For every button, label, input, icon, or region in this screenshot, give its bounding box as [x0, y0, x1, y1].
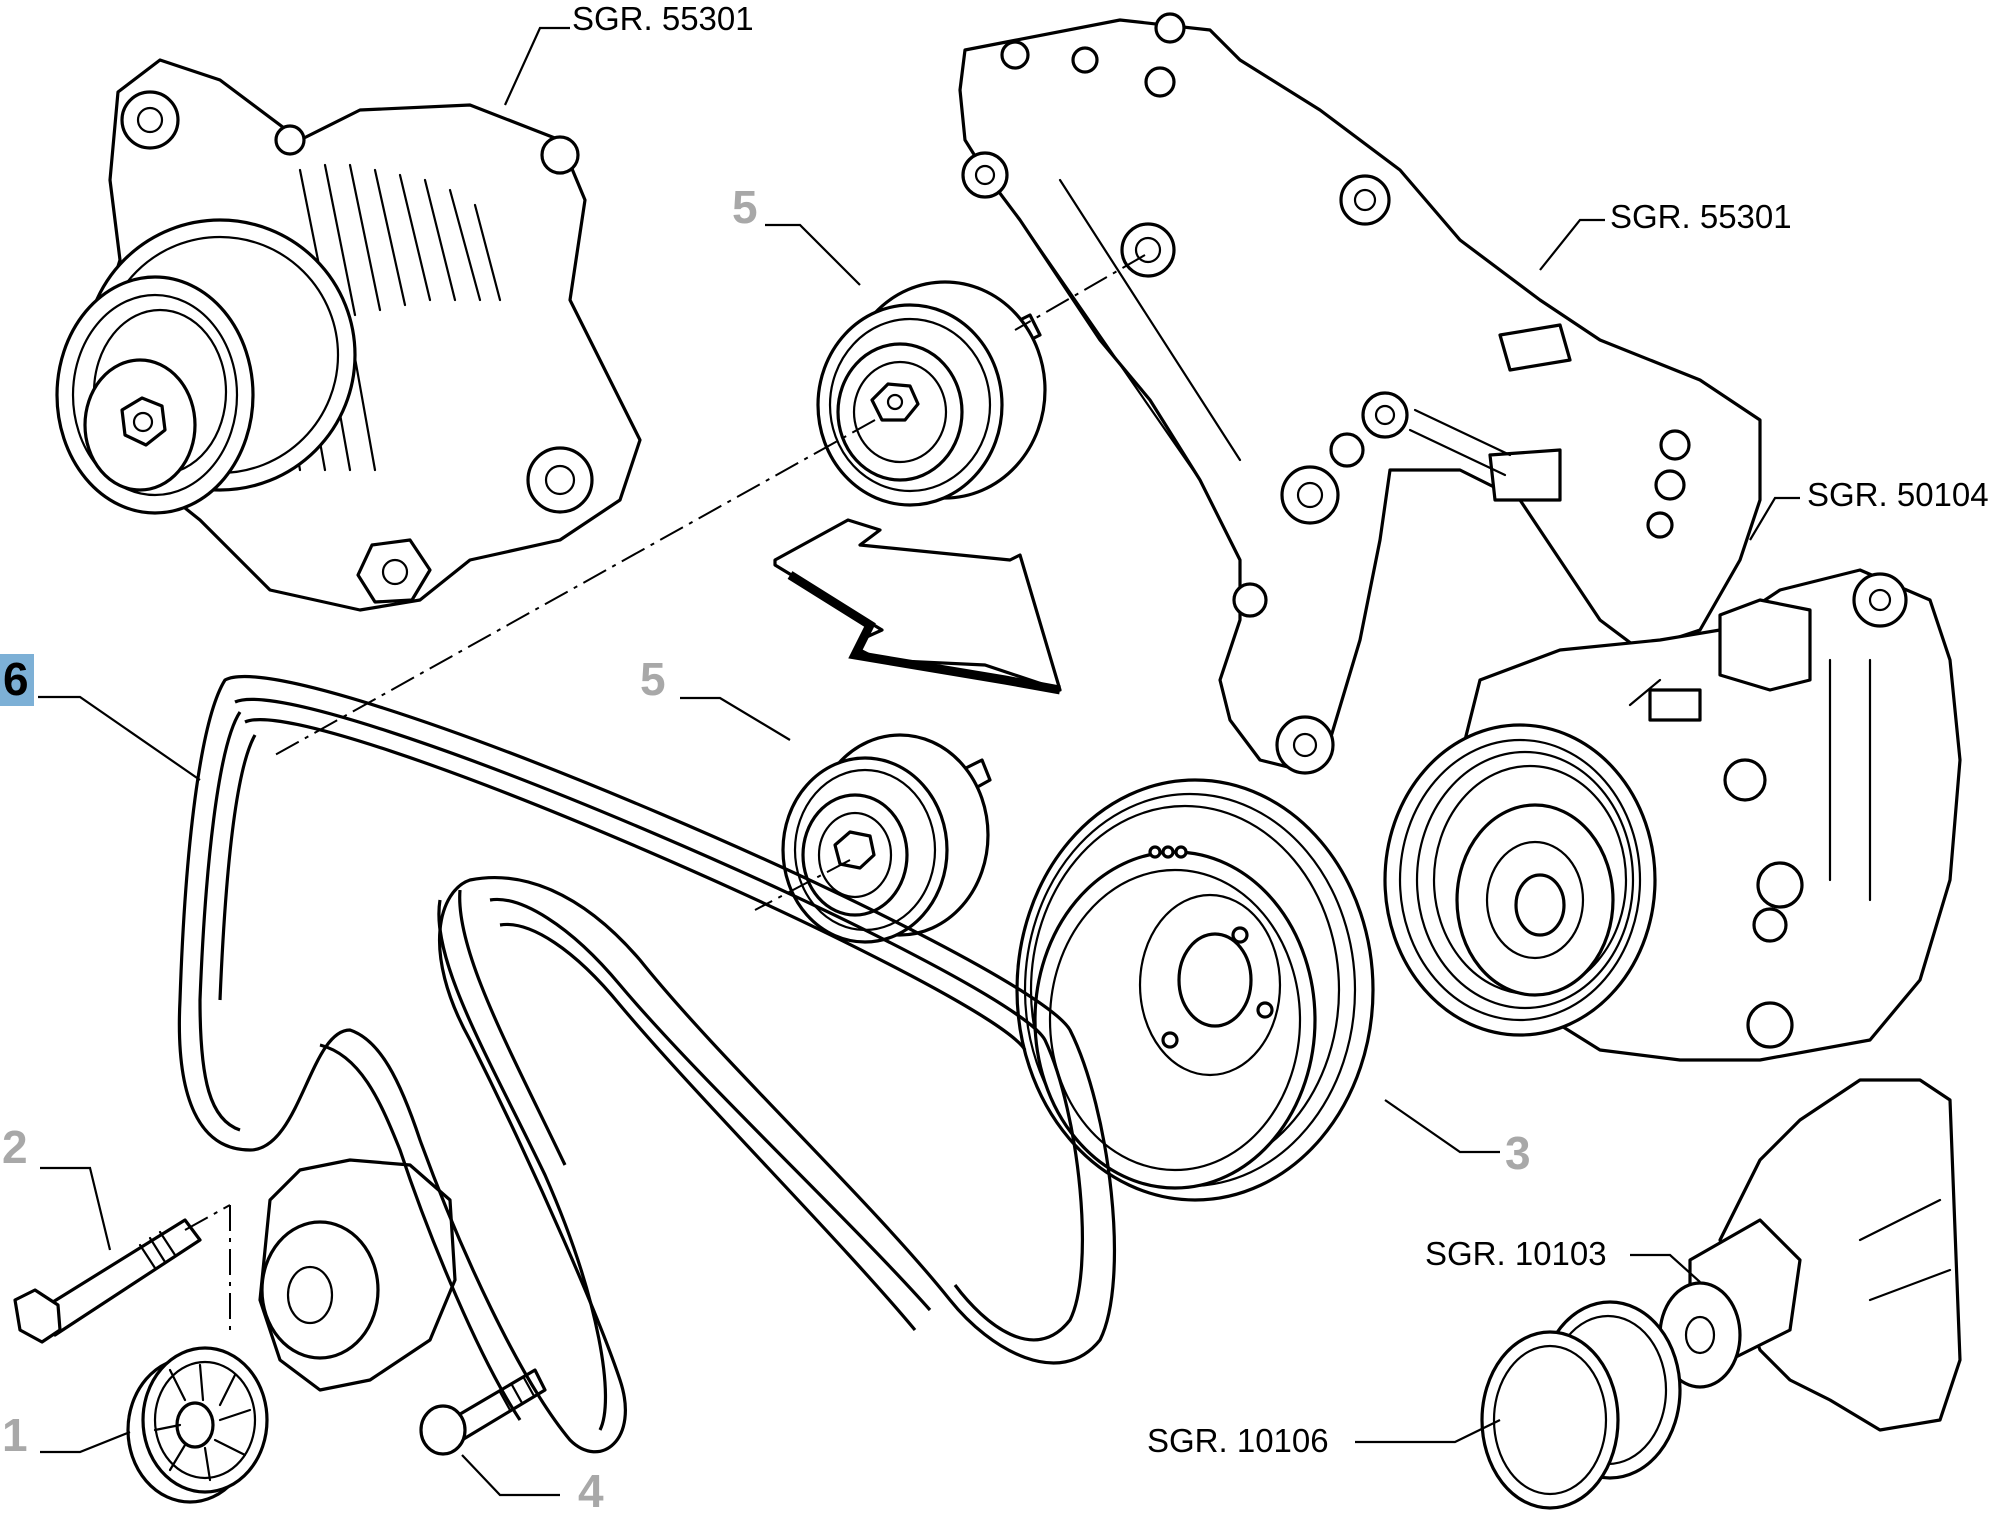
tensioner-bolt [13, 1218, 202, 1344]
mounting-bracket [958, 12, 1762, 775]
assembly-axes [184, 254, 1146, 1330]
callout-1: 1 [2, 1409, 28, 1461]
ref-compressor: SGR. 50104 [1807, 476, 1989, 513]
callout-3: 3 [1505, 1127, 1531, 1179]
direction-arrow [773, 518, 1062, 695]
crankshaft-pulley [1015, 778, 1375, 1202]
idler-pulley-lower [781, 733, 992, 944]
ref-crankshaft: SGR. 10103 [1425, 1235, 1607, 1272]
callout-5-upper: 5 [732, 181, 758, 233]
crankshaft [1658, 1078, 1962, 1432]
leader-lines [38, 26, 1800, 1497]
ref-alternator: SGR. 55301 [572, 0, 754, 37]
timing-gear [1480, 1300, 1682, 1510]
callout-4: 4 [578, 1465, 604, 1517]
ref-timing-gear: SGR. 10106 [1147, 1422, 1329, 1459]
ac-compressor [1383, 568, 1962, 1062]
screw [419, 1368, 547, 1456]
belt-tensioner [126, 1158, 457, 1504]
alternator [55, 58, 642, 612]
idler-pulley-upper [816, 280, 1047, 507]
callout-5-lower: 5 [640, 653, 666, 705]
callout-2: 2 [2, 1121, 28, 1173]
ref-bracket: SGR. 55301 [1610, 198, 1792, 235]
callout-6-highlighted: 6 [0, 654, 34, 706]
poly-v-belt [177, 674, 1117, 1454]
